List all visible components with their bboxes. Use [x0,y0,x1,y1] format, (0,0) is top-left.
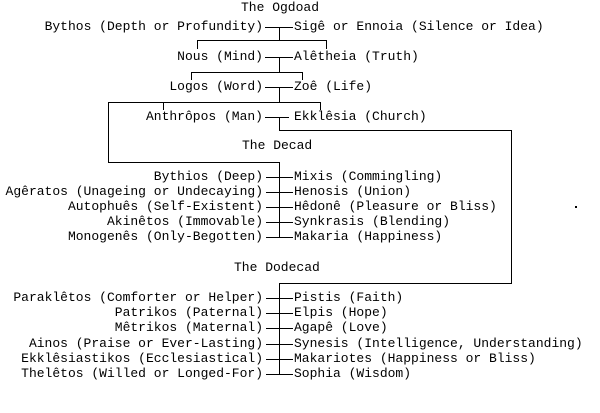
aeon-name-sophia: Sophia (Wisdom) [294,366,412,381]
aeon-name-logos: Logos (Word) [169,79,263,94]
aeon-name-metrikos: Mêtrikos (Maternal) [114,320,263,335]
aeon-name-parakletos: Paraklêtos (Comforter or Helper) [13,290,263,305]
syzygy-dash-line [266,222,293,223]
syzygy-dash-line [266,192,293,193]
aeon-name-bythios: Bythios (Deep) [153,169,263,184]
bracket-line [191,72,303,73]
descent-line [279,87,280,102]
dodecad-spine [279,283,280,375]
aeon-name-sige: Sigê or Ennoia (Silence or Idea) [294,19,544,34]
syzygy-dash-line [266,344,293,345]
syzygy-dash-line [266,359,293,360]
aeon-name-hedone: Hêdonê (Pleasure or Bliss) [294,199,497,214]
aeon-name-monogenes: Monogenês (Only-Begotten) [67,229,263,244]
left-rail-vertical [108,102,109,163]
right-rail-vertical [511,130,512,284]
bracket-tick [163,102,164,110]
aeon-name-makaria: Makaria (Happiness) [294,229,443,244]
aeon-name-synkrasis: Synkrasis (Blending) [294,214,451,229]
aeon-name-ekklesia: Ekklêsia (Church) [294,109,427,124]
syzygy-dash-line [266,237,293,238]
aeon-name-akinetos: Akinêtos (Immovable) [106,214,263,229]
bracket-tick [191,72,192,80]
aeon-name-makariotes: Makariotes (Happiness or Bliss) [294,351,536,366]
bracket-line [197,40,327,41]
aeon-name-bythos: Bythos (Depth or Profundity) [44,19,263,34]
syzygy-dash-line [266,328,293,329]
aeon-name-henosis: Henosis (Union) [294,184,412,199]
bracket-line [108,102,321,103]
syzygy-dash-line [266,177,293,178]
right-rail-top [279,130,512,131]
aeon-name-ainos: Ainos (Praise or Ever-Lasting) [28,336,263,351]
section-title-dodecad: The Dodecad [234,260,320,275]
aeon-name-ageratos: Agêratos (Unageing or Undecaying) [5,184,263,199]
decad-spine [279,162,280,238]
right-rail-drop [279,117,280,131]
section-title-decad: The Decad [242,138,313,153]
aeon-name-nous: Nous (Mind) [177,49,263,64]
descent-line [279,57,280,72]
bracket-tick [197,40,198,49]
aeon-name-synesis: Synesis (Intelligence, Understanding) [294,336,583,351]
aeon-name-anthropos: Anthrôpos (Man) [145,109,263,124]
bracket-tick [302,72,303,80]
descent-line [279,27,280,40]
aeon-name-aletheia: Alêtheia (Truth) [294,49,419,64]
syzygy-dash-line [265,117,289,118]
aeon-name-zoe: Zoê (Life) [294,79,373,94]
aeon-name-patrikos: Patrikos (Paternal) [114,305,263,320]
syzygy-dash-line [266,374,293,375]
aeon-name-theletos: Thelêtos (Willed or Longed-For) [21,366,263,381]
speck-dot [575,206,577,208]
syzygy-dash-line [266,207,293,208]
syzygy-dash-line [266,313,293,314]
bracket-tick [320,102,321,110]
aeon-name-pistis: Pistis (Faith) [294,290,404,305]
aeon-name-mixis: Mixis (Commingling) [294,169,443,184]
aeon-name-agape: Agapê (Love) [294,320,388,335]
aeon-name-elpis: Elpis (Hope) [294,305,388,320]
right-rail-bottom [279,283,512,284]
aeon-name-autophues: Autophuês (Self-Existent) [67,199,263,214]
section-title-ogdoad: The Ogdoad [241,0,320,15]
bracket-tick [326,40,327,49]
syzygy-dash-line [266,298,293,299]
aeon-name-ekklesiastikos: Ekklêsiastikos (Ecclesiastical) [21,351,263,366]
left-rail-horizontal [108,162,280,163]
